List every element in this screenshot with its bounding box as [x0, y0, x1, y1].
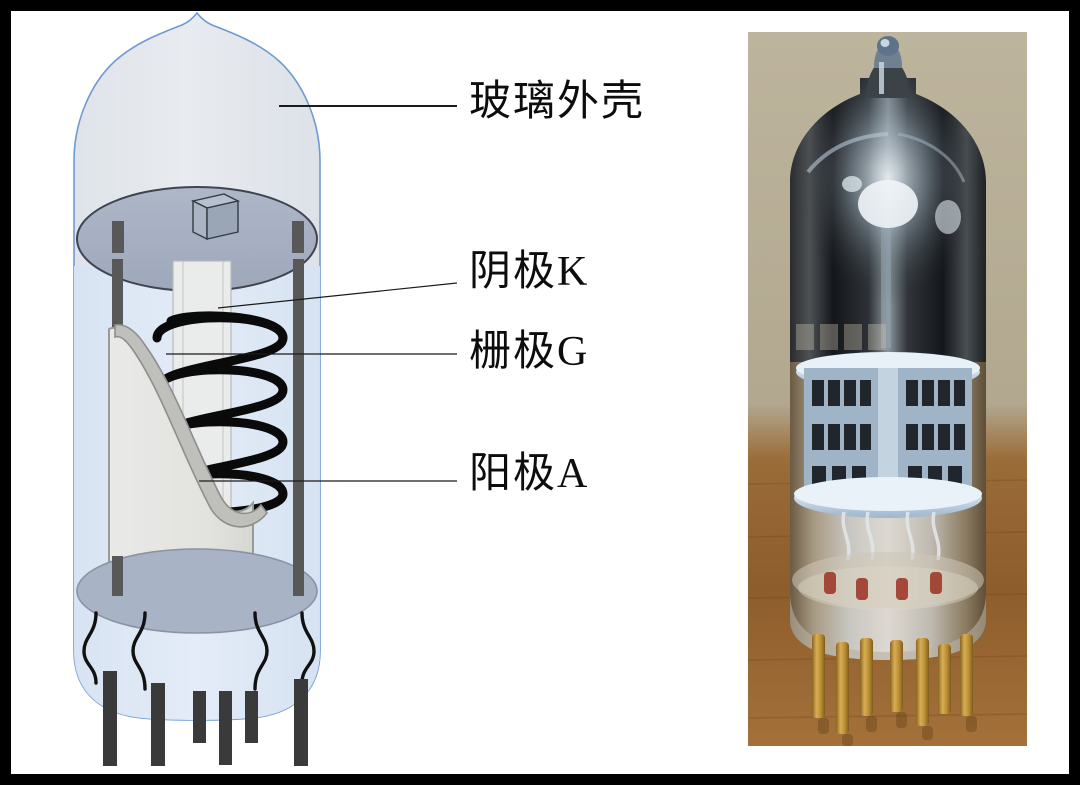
- photo-pin-5: [916, 638, 929, 726]
- pin-5: [245, 691, 258, 743]
- label-glass-envelope: 玻璃外壳: [469, 79, 646, 125]
- photo-pin-shadows: [818, 712, 977, 746]
- pins: [103, 671, 308, 766]
- support-rod-right: [293, 259, 304, 589]
- figure-stage: 玻璃外壳 阴极K 栅极G 阳极A: [11, 11, 1069, 774]
- photo-press-base: [792, 552, 984, 610]
- photo-pin-6: [938, 644, 951, 714]
- pin-2: [151, 683, 165, 766]
- rod-slot-left: [112, 221, 124, 253]
- leader-lines: [166, 104, 458, 482]
- photo-pins: [812, 634, 973, 734]
- photo-pin-2: [836, 642, 849, 734]
- anode-cut-edge: [114, 323, 269, 528]
- photo-glass-highlights: [806, 132, 966, 348]
- vacuum-tube-photograph: [748, 32, 1027, 746]
- lead-wires: [82, 611, 316, 691]
- label-grid: 栅极G: [469, 329, 590, 375]
- photo-lower-mica: [794, 477, 982, 518]
- photo-tube-tip: [866, 36, 910, 98]
- getter-box-icon: [190, 193, 241, 241]
- photo-pin-4: [890, 640, 903, 712]
- label-anode: 阳极A: [469, 451, 590, 497]
- photo-glass-printing: [796, 324, 886, 350]
- top-mica-disc: [76, 186, 318, 292]
- label-cathode: 阴极K: [469, 249, 590, 295]
- photo-pin-7: [960, 634, 973, 716]
- photo-pin-1: [812, 634, 825, 718]
- vacuum-tube-cutaway-diagram: [73, 11, 458, 766]
- figure-frame: 玻璃外壳 阴极K 栅极G 阳极A: [11, 11, 1069, 774]
- pin-1: [103, 671, 117, 766]
- photo-pin-3: [860, 638, 873, 716]
- photo-electrode-stack: [804, 368, 972, 494]
- leader-cathode: [217, 282, 458, 309]
- pin-3: [193, 691, 206, 743]
- pin-6: [294, 679, 308, 766]
- bottom-mica-disc: [76, 548, 318, 634]
- rod-slot-right: [292, 221, 304, 253]
- pin-4: [219, 691, 232, 765]
